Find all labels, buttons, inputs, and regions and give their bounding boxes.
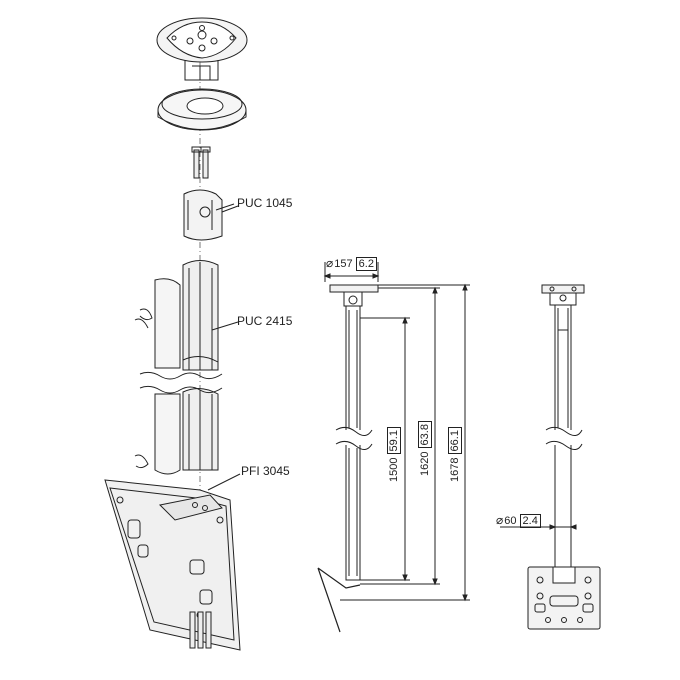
- dim-1620-in: 63.8: [418, 421, 432, 449]
- front-column: [545, 305, 583, 570]
- plate-diameter-mm: 157: [334, 258, 353, 270]
- dim-1500: [360, 316, 410, 582]
- pfi-3045-display-adapter: [104, 479, 241, 651]
- dim-1500-in: 59.1: [387, 427, 401, 455]
- side-column: [335, 305, 373, 581]
- cover-profile-upper: [134, 278, 181, 369]
- diameter-symbol: ⌀: [496, 513, 504, 527]
- dim-1500-mm: 1500: [388, 457, 400, 482]
- dim-1620-mm: 1620: [419, 451, 431, 476]
- leader-puc1045: [221, 205, 239, 213]
- diameter-symbol: ⌀: [326, 256, 334, 270]
- dim-1678-label: 1678 66.1: [448, 427, 462, 482]
- side-display-mount: [317, 567, 361, 633]
- dim-1620-label: 1620 63.8: [418, 421, 432, 476]
- dim-1678-in: 66.1: [448, 427, 462, 455]
- label-puc-1045: PUC 1045: [237, 196, 293, 210]
- dim-1678: [340, 283, 470, 602]
- leader-puc2415: [211, 321, 239, 331]
- dim-1678-mm: 1678: [449, 457, 461, 482]
- break-line: [139, 385, 223, 394]
- plate-diameter-in: 6.2: [355, 257, 377, 271]
- dim-1620: [360, 286, 440, 586]
- plate-diameter-label: ⌀157 6.2: [326, 256, 377, 271]
- bolts-bottom: [189, 611, 212, 649]
- label-pfi-3045: PFI 3045: [241, 464, 290, 478]
- label-puc-2415: PUC 2415: [237, 314, 293, 328]
- pole-diameter-in: 2.4: [519, 514, 541, 528]
- column-upper: [182, 260, 219, 371]
- break-line: [139, 371, 223, 380]
- cover-profile-lower: [134, 393, 181, 475]
- pole-diameter-mm: 60: [504, 515, 517, 527]
- side-ceiling-plate: [329, 284, 379, 293]
- puc-1045-coupling: [183, 189, 235, 241]
- bolts-top: [191, 146, 211, 179]
- front-display-plate: [527, 566, 601, 630]
- front-ceiling-plate: [541, 284, 585, 306]
- pole-diameter-label: ⌀60 2.4: [496, 513, 541, 528]
- dim-1500-label: 1500 59.1: [387, 427, 401, 482]
- column-lower: [182, 388, 219, 471]
- ceiling-plate: [156, 17, 248, 81]
- ceiling-cover: [157, 88, 247, 131]
- leader-pfi3045: [207, 473, 241, 491]
